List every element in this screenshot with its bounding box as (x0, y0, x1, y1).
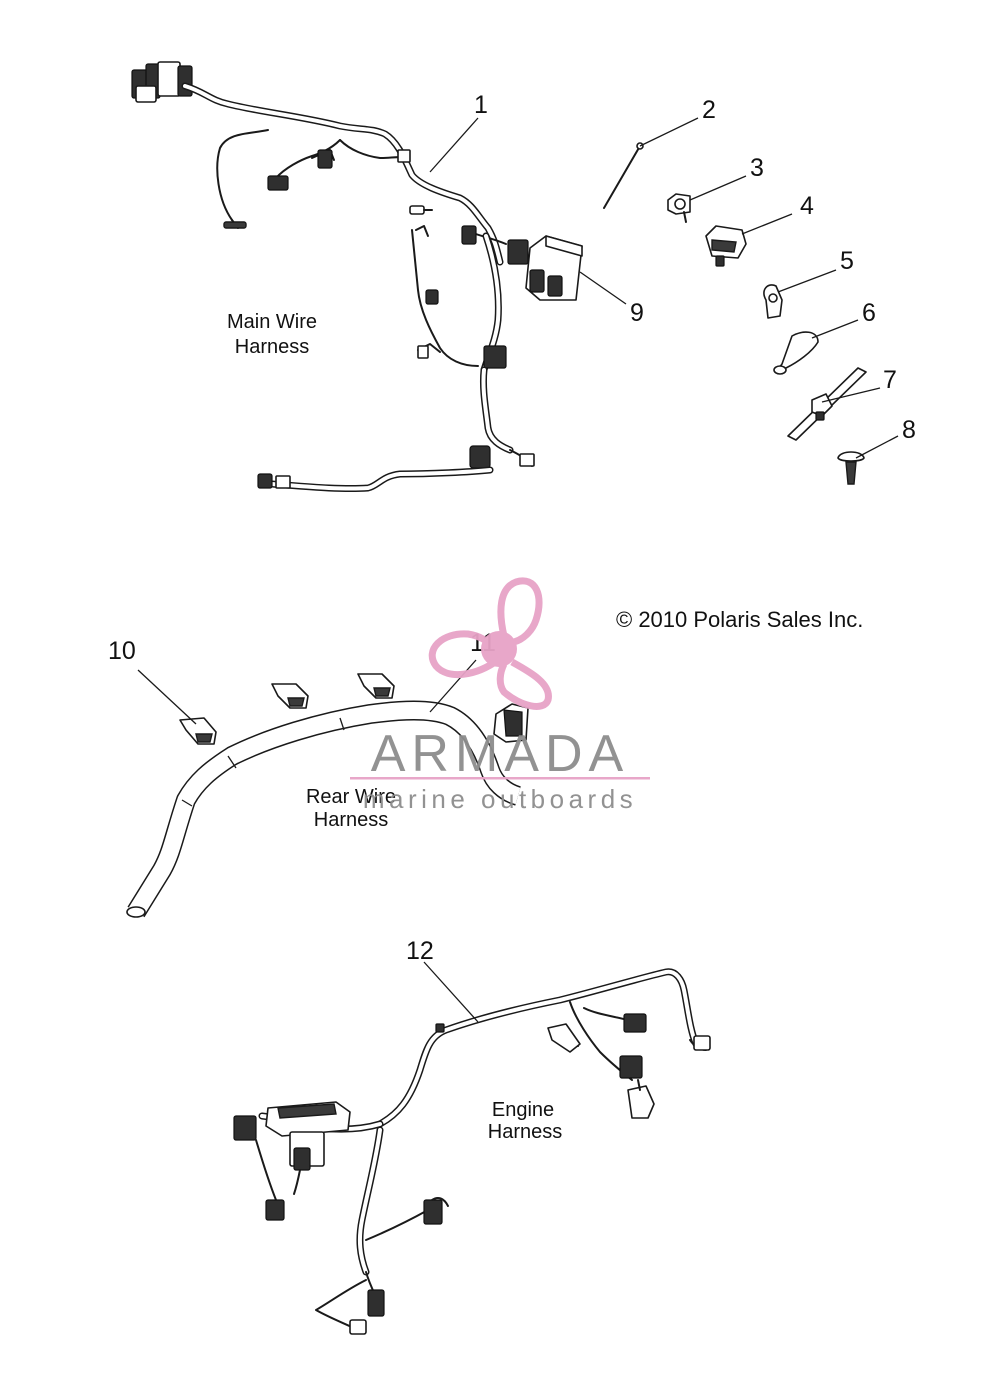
engine-harness (233, 968, 711, 1335)
callout-3: 3 (750, 154, 764, 182)
main-harness-top-left-connectors (131, 61, 193, 103)
rear-harness-connector (493, 703, 529, 743)
label-engine-harness-line-1: Engine (492, 1099, 554, 1121)
callout-10: 10 (108, 637, 136, 665)
watermark-tagline: marine outboards (363, 784, 637, 814)
main-wire-harness (131, 61, 583, 493)
tie-rod-part-2 (603, 142, 644, 209)
watermark-divider (350, 777, 650, 780)
armada-watermark: ARMADA marine outboards (350, 577, 650, 814)
callout-8: 8 (902, 416, 916, 444)
callout-5: 5 (840, 247, 854, 275)
watermark-brand: ARMADA (371, 725, 629, 783)
callout-9: 9 (630, 299, 644, 327)
rear-harness-clip-c (357, 673, 395, 699)
cable-tie-part-7 (787, 367, 867, 441)
callout-2: 2 (702, 96, 716, 124)
push-rivet-part-8 (837, 451, 865, 485)
label-rear-harness-line-1: Rear Wire (306, 786, 396, 808)
callout-4: 4 (800, 192, 814, 220)
label-main-harness-line-1: Main Wire (227, 311, 317, 333)
leader-lines (137, 117, 899, 1023)
propeller-hub (481, 631, 517, 667)
callout-6: 6 (862, 299, 876, 327)
copyright-notice: © 2010 Polaris Sales Inc. (616, 607, 863, 632)
rear-harness-clip-a (179, 717, 217, 745)
cable-tie-part-6 (773, 331, 819, 375)
clip-part-5 (763, 284, 783, 319)
harness-labels: Main Wire Harness Rear Wire Harness Engi… (227, 311, 562, 1143)
rear-wire-harness (126, 673, 529, 918)
engine-harness-ecu-connector (233, 1101, 351, 1171)
callout-7: 7 (883, 366, 897, 394)
label-main-harness-line-2: Harness (235, 336, 309, 358)
relay-box (507, 235, 583, 301)
label-engine-harness-line-2: Harness (488, 1121, 562, 1143)
connector-part-4 (705, 225, 747, 267)
clip-part-3 (667, 193, 691, 223)
callout-1: 1 (474, 91, 488, 119)
callout-12: 12 (406, 937, 434, 965)
label-rear-harness-line-2: Harness (314, 809, 388, 831)
rear-harness-clip-b (271, 683, 309, 709)
